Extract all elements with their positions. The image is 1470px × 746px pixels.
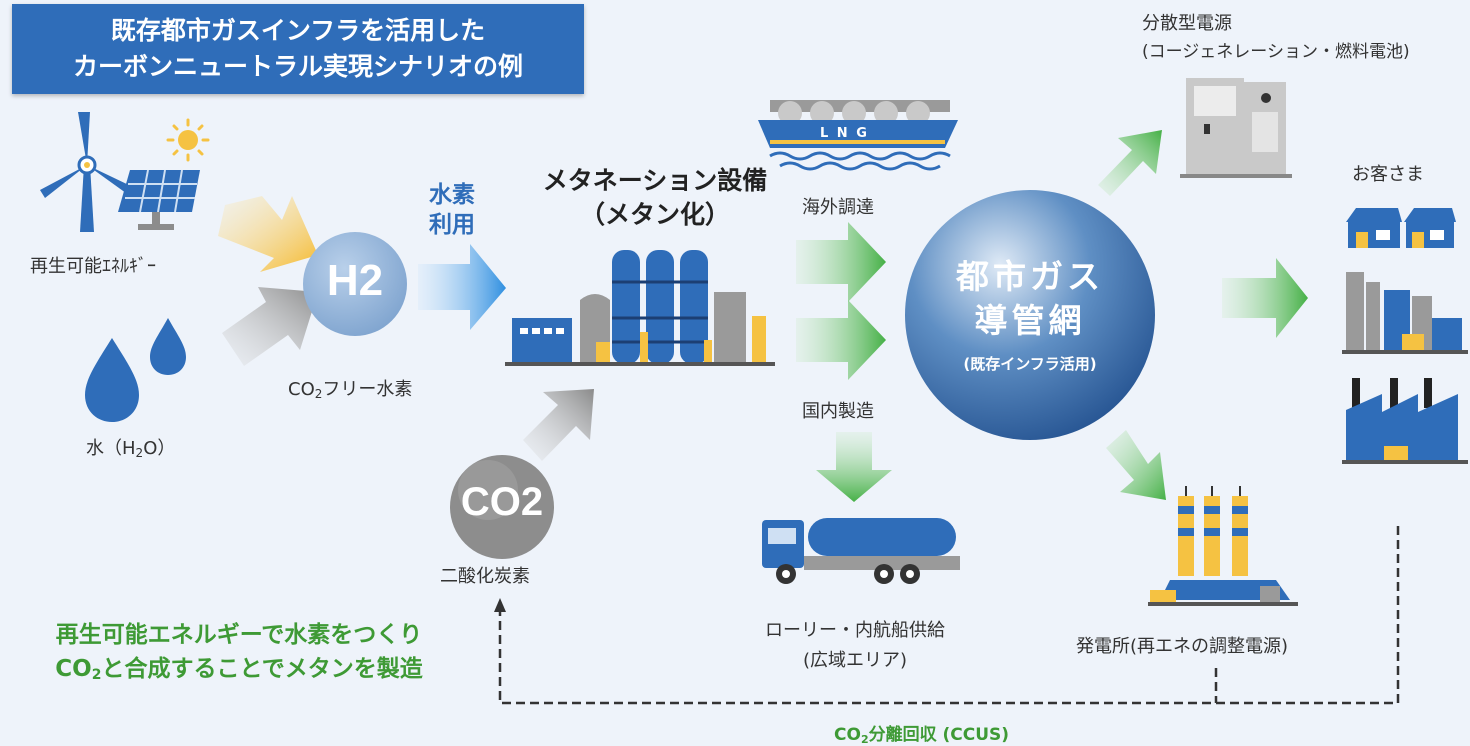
summary-note: 再生可能エネルギーで水素をつくり CO2と合成することでメタンを製造 (14, 618, 464, 692)
tank-truck-icon (762, 518, 960, 584)
houses-icon (1346, 208, 1456, 248)
power-plant-label: 発電所(再エネの調整電源) (1076, 636, 1289, 657)
methanation-label: メタネーション設備 （メタン化） (520, 164, 790, 232)
lng-ship-icon (758, 100, 958, 171)
solar-panel-icon (118, 169, 200, 230)
lorry-line-1: ローリー・内航船供給 (765, 620, 945, 641)
title-line-2: カーボンニュートラル実現シナリオの例 (72, 52, 523, 81)
lorry-line-2: (広域エリア) (802, 650, 908, 671)
distributed-line-2: (コージェネレーション・燃料電池) (1142, 42, 1410, 62)
arrow-to-customers (1222, 258, 1308, 338)
arrow-domestic-supply (796, 300, 886, 380)
city-gas-network-sphere (905, 190, 1155, 440)
customers-label: お客さま (1352, 164, 1424, 185)
city-gas-line-3: (既存インフラ活用) (963, 355, 1097, 373)
h2-caption-sub: 2 (314, 387, 323, 401)
h2-symbol: H2 (326, 256, 384, 305)
ccus-return-line (498, 526, 1400, 705)
sun-icon (166, 118, 210, 162)
hydrogen-use-line-2: 利用 (429, 212, 475, 238)
overseas-procurement-label: 海外調達 (802, 197, 874, 218)
arrow-water-to-h2 (222, 287, 318, 366)
summary-note-sub: 2 (91, 667, 102, 683)
hydrogen-use-label: 水素 利用 (420, 180, 484, 240)
h2-sphere (303, 232, 407, 336)
water-label-sub: 2 (135, 446, 144, 460)
h2-caption-pre: CO (288, 379, 315, 400)
lorry-supply-label: ローリー・内航船供給 (広域エリア) (735, 616, 975, 676)
cogeneration-unit-icon (1180, 78, 1292, 178)
lng-ship-text: L N G (820, 126, 869, 141)
ccus-sub: 2 (860, 733, 869, 746)
arrow-co2-to-methanation (523, 389, 594, 461)
commercial-buildings-icon (1342, 272, 1468, 354)
factory-icon (1342, 378, 1468, 464)
hydrogen-use-line-1: 水素 (429, 182, 475, 208)
domestic-production-label: 国内製造 (802, 401, 874, 422)
arrow-to-power-plant (1106, 430, 1166, 500)
city-gas-network-label: 都市ガス 導管網 (既存インフラ活用) (905, 255, 1155, 379)
wind-turbine-icon (40, 112, 135, 232)
water-label-post: O） (143, 438, 176, 459)
summary-note-line-2: CO2と合成することでメタンを製造 (14, 652, 464, 692)
water-drop-icon (85, 318, 186, 422)
methanation-line-1: メタネーション設備 (542, 166, 768, 195)
arrow-to-lorry (816, 432, 892, 502)
distributed-line-1: 分散型電源 (1142, 13, 1232, 34)
city-gas-line-2: 導管網 (974, 301, 1086, 340)
arrow-overseas-supply (796, 222, 886, 302)
arrow-h2-to-methanation (418, 244, 506, 330)
summary-note-line-1: 再生可能エネルギーで水素をつくり (55, 622, 423, 648)
ccus-co: CO (834, 725, 861, 745)
ccus-rest: 分離回収 (CCUS) (868, 725, 1010, 745)
h2-caption-post: フリー水素 (322, 379, 413, 400)
co2-free-hydrogen-label: CO2フリー水素 (288, 375, 412, 401)
distributed-generation-label: 分散型電源 (コージェネレーション・燃料電池) (1142, 10, 1410, 66)
city-gas-line-1: 都市ガス (956, 257, 1104, 296)
summary-note-co: CO (55, 656, 92, 682)
power-plant-icon (1148, 486, 1298, 606)
methanation-plant-icon (505, 250, 775, 366)
title-line-1: 既存都市ガスインフラを活用した (110, 16, 486, 45)
ccus-label: CO2分離回収 (CCUS) (834, 720, 1009, 746)
carbon-dioxide-label: 二酸化炭素 (440, 566, 530, 587)
ccus-arrowhead (494, 598, 506, 612)
water-label: 水（H2O） (86, 434, 175, 460)
renewable-energy-label: 再生可能ｴﾈﾙｷﾞｰ (30, 256, 156, 277)
diagram-title: 既存都市ガスインフラを活用した カーボンニュートラル実現シナリオの例 (12, 4, 584, 94)
methanation-line-2: （メタン化） (579, 200, 730, 229)
water-label-pre: 水（H (86, 438, 136, 459)
arrow-renewable-to-h2 (218, 196, 318, 272)
arrow-to-distributed (1098, 130, 1162, 196)
summary-note-rest: と合成することでメタンを製造 (101, 656, 423, 682)
co2-symbol: CO2 (460, 480, 544, 524)
